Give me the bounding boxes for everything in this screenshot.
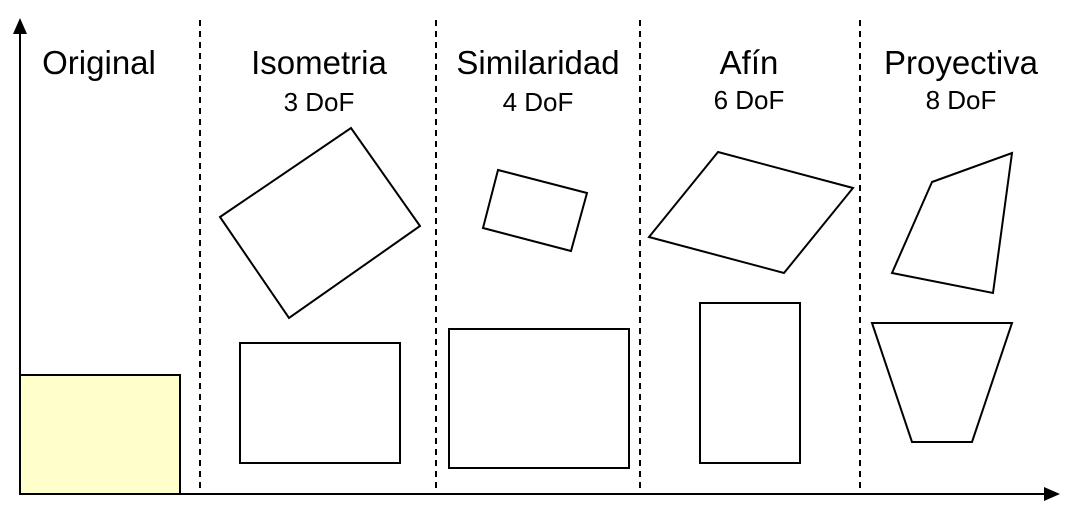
column-subtitle-similaridad: 4 DoF — [503, 87, 574, 117]
column-title-proyectiva: Proyectiva — [884, 44, 1039, 81]
column-title-isometria: Isometria — [251, 44, 387, 81]
column-dividers — [199, 20, 861, 494]
column-subtitle-proyectiva: 8 DoF — [926, 85, 997, 115]
affine-rectangle — [699, 302, 801, 464]
projective-trapezoid — [870, 322, 1014, 443]
column-titles: Original Isometria 3 DoF Similaridad 4 D… — [42, 44, 1039, 117]
similarity-rectangle — [448, 328, 630, 469]
column-subtitle-afin: 6 DoF — [714, 85, 785, 115]
isometry-rectangle — [239, 342, 401, 464]
projective-quadrilateral — [890, 151, 1014, 295]
column-subtitle-isometria: 3 DoF — [284, 87, 355, 117]
affine-parallelogram — [647, 150, 855, 275]
similarity-small-rectangle — [481, 168, 589, 253]
column-title-afin: Afín — [720, 44, 779, 81]
column-title-original: Original — [42, 44, 156, 81]
x-axis-arrow-icon — [1044, 487, 1060, 501]
column-title-similaridad: Similaridad — [456, 44, 619, 81]
isometry-rotated-rectangle — [218, 126, 422, 320]
original-rectangle — [19, 374, 181, 495]
y-axis-arrow-icon — [13, 18, 27, 34]
